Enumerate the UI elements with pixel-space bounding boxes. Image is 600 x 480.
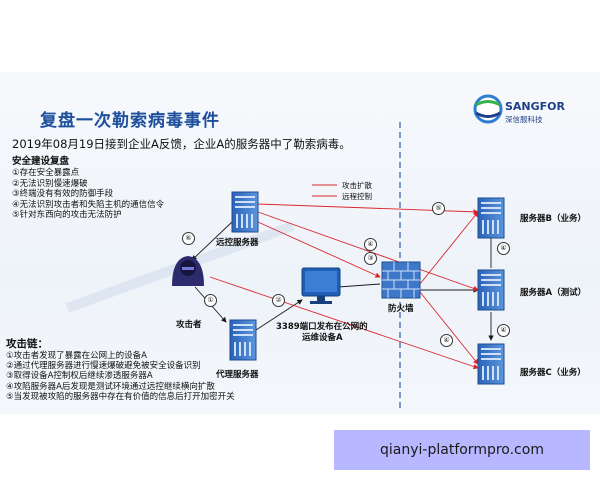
remote-server-label: 远控服务器 <box>216 238 259 248</box>
list-item: ③终端没有有效的防御手段 <box>12 189 114 200</box>
ops-device-label-line2: 运维设备A <box>302 333 343 343</box>
step-marker: ④ <box>497 324 510 337</box>
edge-remote-to-serverA <box>257 211 479 292</box>
edge-device-to-firewall <box>337 283 381 288</box>
edge-proxy-to-device <box>255 299 303 331</box>
brand-name: SANGFOR <box>505 100 566 113</box>
edge-attacker-to-serverC <box>209 276 479 370</box>
list-item: ①攻击者发现了暴露在公网上的设备A <box>6 351 147 361</box>
step-marker: ① <box>204 294 217 307</box>
security-review-list: 安全建设复盘 ①存在安全暴露点 ②无法识别慢速爆破 ③终端没有有效的防御手段 ④… <box>12 156 164 221</box>
attack-chain-list: 攻击链： ①攻击者发现了暴露在公网上的设备A ②通过代理服务器进行慢速爆破避免被… <box>6 338 235 402</box>
edge-remote-to-serverB <box>257 203 479 215</box>
attack-chain-heading: 攻击链： <box>6 338 48 350</box>
edge-remote-to-attacker <box>191 221 233 261</box>
page-title: 复盘一次勒索病毒事件 <box>40 111 220 131</box>
server-b-label: 服务器B（业务） <box>520 214 586 224</box>
brand-subtitle: 深信服科技 <box>505 115 543 124</box>
step-marker: ④ <box>440 334 453 347</box>
hacker-icon <box>172 256 204 286</box>
page-subtitle: 2019年08月19日接到企业A反馈，企业A的服务器中了勒索病毒。 <box>12 137 351 151</box>
edge-firewall-to-serverB <box>419 211 479 285</box>
attacker-label: 攻击者 <box>176 320 202 330</box>
remote-server-icon <box>231 191 259 233</box>
list-item: ①存在安全暴露点 <box>12 168 80 178</box>
ops-device-label-line1: 3389端口发布在公网的 <box>276 322 368 332</box>
firewall-label: 防火墙 <box>388 304 414 314</box>
server-a-icon <box>477 269 505 311</box>
list-item: ③取得设备A控制权后继续渗透服务器A <box>6 371 153 382</box>
list-item: ②无法识别慢速爆破 <box>12 178 88 189</box>
sangfor-logo-icon <box>473 94 503 124</box>
list-item: ⑤针对东西向的攻击无法防护 <box>12 210 122 221</box>
watermark-banner: qianyi-platformpro.com <box>334 430 590 470</box>
list-item: ⑤当发现被攻陷的服务器中存在有价值的信息后打开加密开关 <box>6 391 235 402</box>
firewall-icon <box>381 261 421 299</box>
edge-firewall-to-serverC <box>419 291 479 365</box>
step-marker: ④ <box>497 242 510 255</box>
list-item: ④无法识别攻击者和失陷主机的通信信令 <box>12 199 165 210</box>
step-marker: ② <box>272 294 285 307</box>
edge-remote-to-firewall <box>257 221 381 278</box>
step-marker: ⑥ <box>182 232 195 245</box>
slide: 复盘一次勒索病毒事件 2019年08月19日接到企业A反馈，企业A的服务器中了勒… <box>0 72 600 414</box>
server-a-label: 服务器A（测试） <box>520 288 587 298</box>
step-marker: ③ <box>364 252 377 265</box>
list-item: ②通过代理服务器进行慢速爆破避免被安全设备识别 <box>6 361 201 372</box>
step-marker: ④ <box>364 238 377 251</box>
legend-control-label: 远程控制 <box>342 192 372 201</box>
proxy-server-label: 代理服务器 <box>216 370 259 380</box>
legend-spread-label: 攻击扩散 <box>342 181 372 190</box>
list-item: ④攻陷服务器A后发现是测试环境通过远控继续横向扩散 <box>6 381 215 392</box>
step-marker: ⑤ <box>432 202 445 215</box>
server-c-icon <box>477 343 505 385</box>
security-review-heading: 安全建设复盘 <box>12 156 70 167</box>
server-b-icon <box>477 197 505 239</box>
server-c-label: 服务器C（业务） <box>520 368 586 378</box>
monitor-icon <box>301 267 341 304</box>
